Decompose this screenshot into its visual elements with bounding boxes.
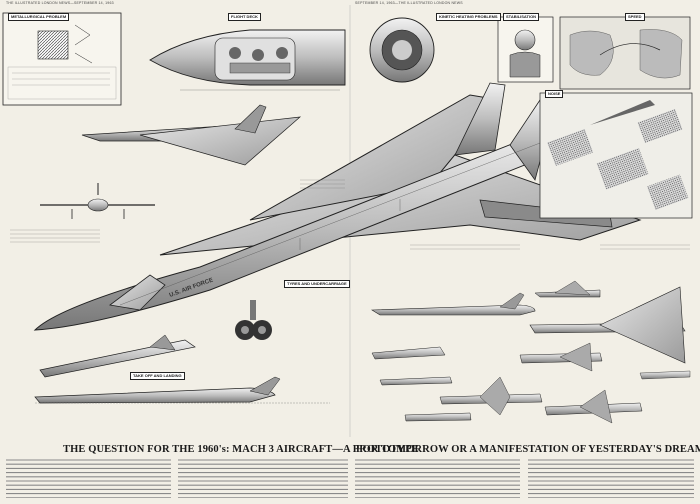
tag-flight-deck: FLIGHT DECK bbox=[228, 13, 261, 21]
tag-speed: SPEED bbox=[625, 13, 645, 21]
caption-rules bbox=[10, 179, 690, 250]
metallurgical-panel bbox=[2, 12, 122, 106]
running-head-left: THE ILLUSTRATED LONDON NEWS—SEPTEMBER 14… bbox=[6, 1, 114, 5]
tag-noise: NOISE bbox=[545, 90, 564, 98]
illustration: U.S. AIR FORCE bbox=[2, 5, 693, 437]
body-column-2 bbox=[178, 458, 348, 498]
front-view-aircraft bbox=[40, 183, 155, 219]
body-column-3 bbox=[355, 458, 520, 498]
metal-sample bbox=[37, 30, 69, 60]
body-column-1 bbox=[6, 458, 171, 498]
launch-vehicle bbox=[39, 334, 196, 378]
undercarriage bbox=[235, 300, 272, 340]
headline-left: THE QUESTION FOR THE 1960's: MACH 3 AIRC… bbox=[63, 444, 419, 455]
landing-aircraft bbox=[34, 376, 330, 404]
tag-tyres-undercarriage: TYRES AND UNDERCARRIAGE bbox=[284, 280, 350, 288]
engine-section bbox=[369, 17, 435, 83]
speed-map bbox=[559, 16, 691, 90]
side-view-aircraft bbox=[81, 104, 302, 166]
tag-take-off-landing: TAKE OFF AND LANDING bbox=[130, 372, 185, 380]
flight-deck-cutaway bbox=[149, 29, 346, 91]
pressure-suit-panel bbox=[497, 16, 554, 83]
tag-kinetic-heating: KINETIC HEATING PROBLEMS bbox=[436, 13, 501, 21]
body-column-4 bbox=[528, 458, 694, 498]
comparison-aircraft bbox=[371, 280, 691, 424]
city-view bbox=[539, 92, 693, 219]
tag-metallurgical-problem: METALLURGICAL PROBLEM bbox=[8, 13, 70, 21]
running-head-right: SEPTEMBER 14, 1963—THE ILLUSTRATED LONDO… bbox=[355, 1, 463, 5]
tag-stabilisation: STABILISATION bbox=[503, 13, 540, 21]
headline-right: FOR TOMORROW OR A MANIFESTATION OF YESTE… bbox=[356, 444, 700, 455]
